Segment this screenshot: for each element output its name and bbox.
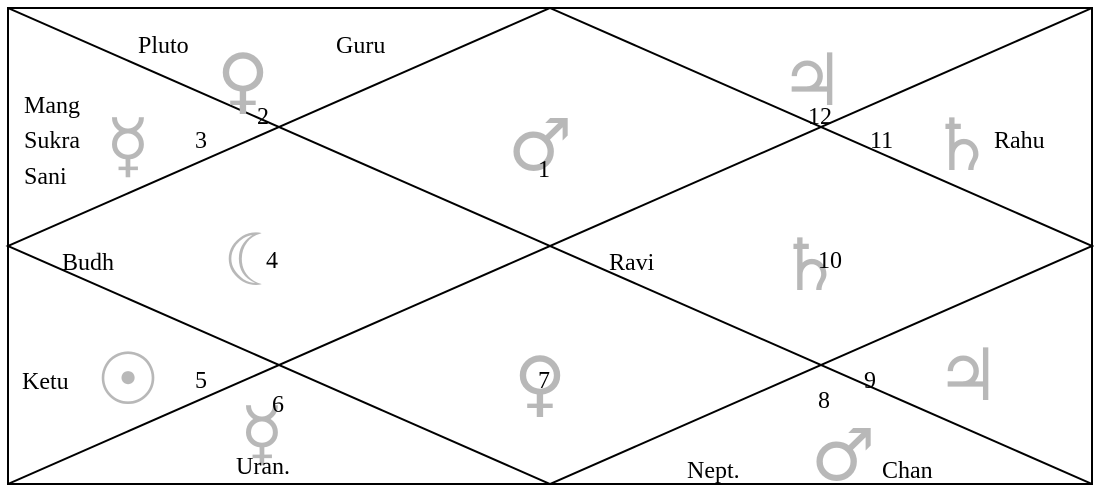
house-number-10: 10 xyxy=(818,248,842,274)
mars-glyph-house-8: ♂ xyxy=(811,413,876,486)
house-number-6: 6 xyxy=(272,392,284,418)
inner-diamond xyxy=(5,6,1094,486)
house-number-3: 3 xyxy=(195,128,207,154)
venus-glyph-top: ♀ xyxy=(217,38,270,122)
planet-label-nept: Nept. xyxy=(687,458,740,484)
mercury-glyph-house-6: ☿ xyxy=(240,391,284,475)
planet-label-pluto: Pluto xyxy=(138,33,189,59)
house-number-8: 8 xyxy=(818,388,830,414)
house-number-5: 5 xyxy=(195,368,207,394)
venus-glyph-house-7: ♀ xyxy=(514,341,567,425)
mercury-glyph-house-3: ☿ xyxy=(106,103,150,187)
planet-label-rahu: Rahu xyxy=(994,128,1045,154)
planet-label-uran: Uran. xyxy=(236,454,290,480)
jupiter-glyph-house-12: ♃ xyxy=(780,38,845,122)
house-number-11: 11 xyxy=(870,128,893,154)
planet-label-chan: Chan xyxy=(882,458,933,484)
moon-glyph-house-4: ☾ xyxy=(223,218,288,302)
diagonal-anti xyxy=(7,7,1093,485)
jupiter-glyph-house-9: ♃ xyxy=(936,333,1001,417)
planet-label-mang: Mang xyxy=(24,93,80,119)
house-number-12: 12 xyxy=(808,104,832,130)
planet-label-ketu: Ketu xyxy=(22,369,69,395)
planet-label-budh: Budh xyxy=(62,250,114,276)
house-number-7: 7 xyxy=(538,368,550,394)
planet-label-guru: Guru xyxy=(336,33,385,59)
saturn-glyph-house-11: ♄ xyxy=(930,103,995,187)
planet-label-ravi: Ravi xyxy=(609,250,655,276)
house-number-1: 1 xyxy=(538,157,550,183)
sun-glyph-house-5: ☉ xyxy=(96,337,161,421)
planet-label-sukra: Sukra xyxy=(24,128,80,154)
house-number-9: 9 xyxy=(864,368,876,394)
house-number-4: 4 xyxy=(266,248,278,274)
saturn-glyph-house-10: ♄ xyxy=(778,223,843,307)
mars-glyph-house-1: ♂ xyxy=(508,103,573,187)
house-number-2: 2 xyxy=(257,104,269,130)
planet-label-sani: Sani xyxy=(24,164,67,190)
